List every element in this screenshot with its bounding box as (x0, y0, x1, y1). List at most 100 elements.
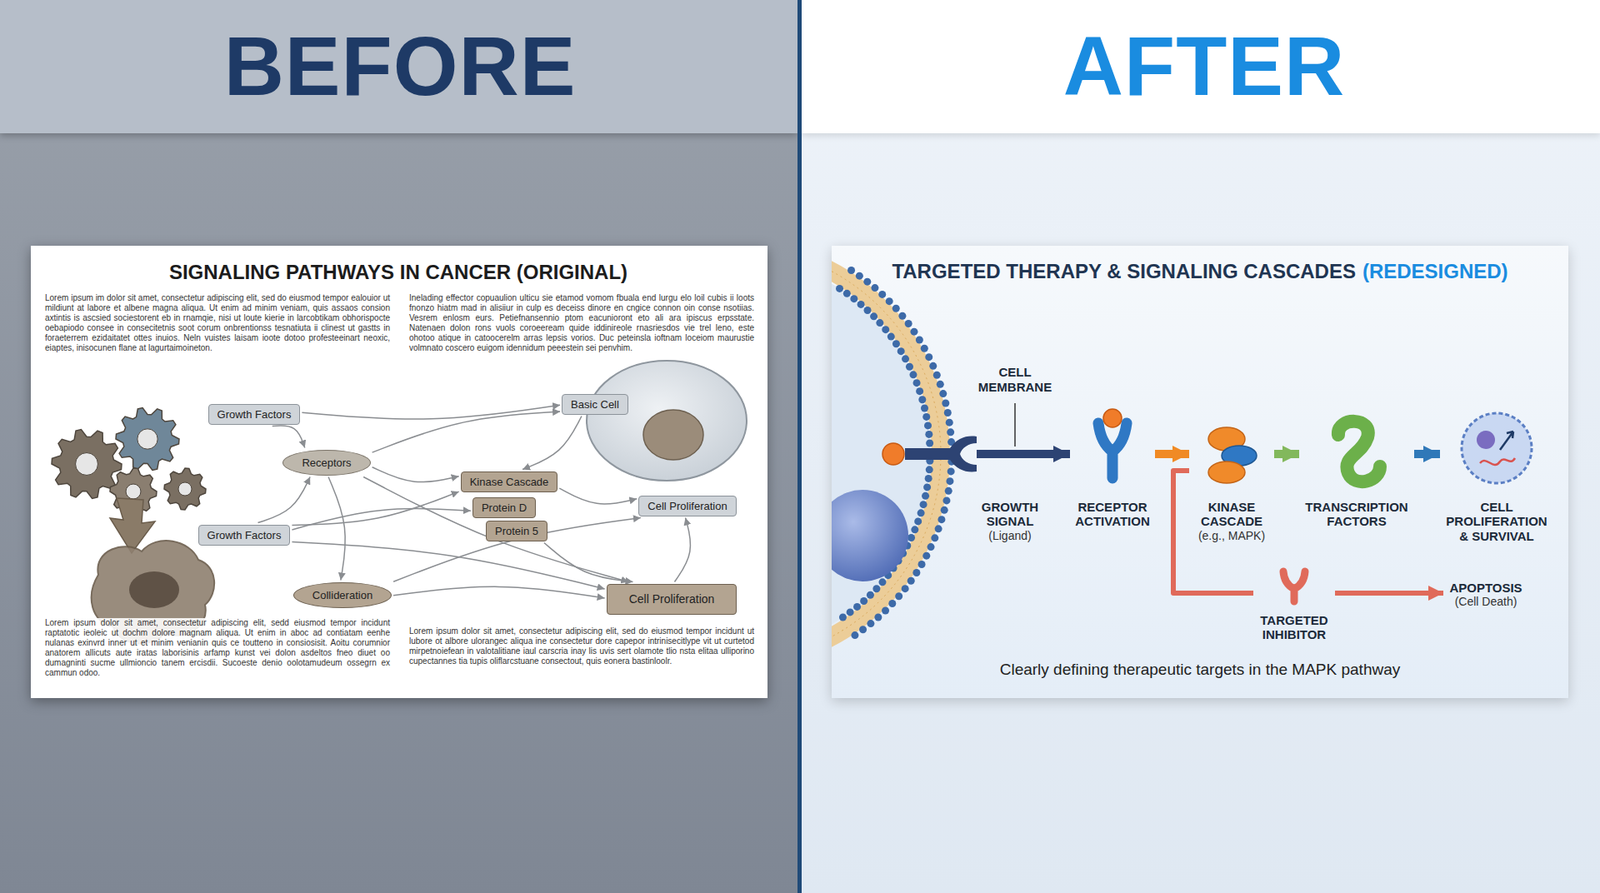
card-title: SIGNALING PATHWAYS IN CANCER (ORIGINAL) (169, 260, 628, 285)
node-label: Kinase Cascade (470, 475, 550, 489)
lipid-head (863, 278, 871, 286)
title-row: TARGETED THERAPY & SIGNALING CASCADES(RE… (831, 260, 1569, 284)
node-label: Growth Factors (207, 529, 282, 542)
gear-hub (125, 484, 141, 500)
lipid-head (912, 569, 920, 577)
lipid-head (885, 297, 894, 305)
lipid-head (937, 515, 945, 524)
lipid-head (945, 419, 954, 427)
blob-nucleus (129, 571, 180, 609)
body-text: Lorem ipsum im dolor sit amet, consectet… (45, 293, 390, 354)
node-label: Protein 5 (495, 525, 539, 538)
connector (393, 586, 605, 599)
lipid-head (917, 509, 925, 517)
ligand-ball (882, 443, 905, 465)
receptor-icon (1098, 423, 1127, 479)
node-sublabel: (e.g., MAPK) (1190, 529, 1274, 545)
signal-shaft (976, 450, 1049, 459)
lipid-head (846, 608, 855, 616)
lipid-head (857, 300, 865, 309)
lipid-head (918, 560, 926, 569)
process-box: Protein D (472, 497, 536, 519)
lipid-head (915, 387, 924, 395)
lipid-head (925, 475, 933, 483)
pathway-step: GROWTH SIGNAL(Ligand) (975, 406, 1045, 544)
lipid-head (945, 487, 953, 495)
lipid-head (920, 345, 929, 353)
lipid-head (924, 421, 932, 430)
connector (363, 477, 629, 583)
lipid-head (905, 320, 913, 328)
gear (115, 408, 180, 471)
lipid-head (866, 620, 875, 628)
connector (291, 509, 470, 530)
cell-icon (1461, 413, 1532, 484)
lipid-head (914, 517, 922, 525)
lipid-head (892, 340, 900, 348)
panel-heading: BEFORE (224, 18, 577, 115)
kinase-icon (1208, 461, 1245, 484)
lipid-head (881, 325, 890, 334)
lipid-head (935, 525, 943, 533)
node-label: KINASE CASCADE (1190, 500, 1274, 530)
gear-hub (137, 429, 158, 450)
lipid-head (939, 390, 947, 398)
pathway-step: TRANSCRIPTION FACTORS (1300, 406, 1414, 530)
body-text: Inelading effector copuaulion ulticu sie… (409, 293, 755, 354)
connector (272, 425, 305, 449)
lipid-head (878, 290, 886, 299)
membrane-label: CELL MEMBRANE (976, 365, 1054, 395)
lipid-head (925, 353, 933, 361)
gear-hub (75, 453, 99, 476)
node-sublabel: (Cell Death) (1444, 595, 1528, 610)
process-box: Cell Proliferation (638, 495, 736, 517)
lipid-head (920, 405, 929, 413)
panel-heading: AFTER (1063, 18, 1345, 115)
lipid-head (933, 371, 941, 380)
lipid-head (878, 578, 886, 586)
pathway-step: RECEPTOR ACTIVATION (1070, 406, 1155, 530)
process-box: Basic Cell (561, 394, 629, 415)
dna-strand (1480, 458, 1515, 465)
lipid-head (835, 285, 844, 293)
body-text: Lorem ipsum dolor sit amet, consectetur … (45, 618, 390, 679)
connector (372, 467, 460, 483)
node-label: Receptors (301, 456, 351, 470)
lipid-head (944, 409, 952, 417)
process-box: Cell Proliferation (606, 584, 738, 615)
node-label: APOPTOSIS (1444, 580, 1528, 595)
connector (1414, 450, 1440, 459)
lipid-head (870, 284, 879, 292)
lipid-head (913, 379, 921, 387)
process-box: Growth Factors (198, 525, 291, 546)
node-label: Cell Proliferation (647, 500, 727, 513)
lipid-head (946, 428, 955, 436)
lipid-head (892, 305, 900, 313)
lipid-head (864, 306, 872, 315)
connector (301, 405, 560, 420)
lipid-head (870, 312, 878, 320)
lipid-head (936, 380, 945, 389)
node-label: TRANSCRIPTION FACTORS (1300, 500, 1414, 530)
gear-hub (178, 482, 192, 496)
lipid-head (925, 440, 934, 448)
process-box: Kinase Cascade (460, 471, 559, 493)
lipid-head (910, 525, 919, 534)
connector (393, 518, 641, 583)
lipid-head (923, 483, 931, 491)
gear (164, 468, 206, 510)
lipid-head (940, 506, 949, 515)
nucleus (831, 490, 909, 582)
lipid-head (925, 465, 934, 474)
lipid-head (901, 355, 910, 363)
lipid-head (850, 631, 859, 640)
growth-arrow (1500, 431, 1514, 450)
lipid-head (915, 336, 924, 345)
divider (797, 0, 802, 893)
lipid-head (910, 328, 918, 336)
lipid-head (898, 312, 906, 320)
caption: Clearly defining therapeutic targets in … (1000, 660, 1401, 680)
